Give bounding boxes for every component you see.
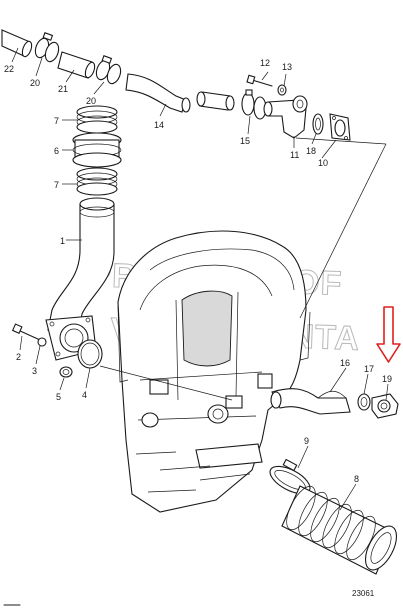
callout-20: 20	[30, 78, 40, 88]
callout-20: 20	[86, 96, 96, 106]
exhaust-bend-16	[271, 388, 351, 415]
exhaust-pipe-1	[47, 203, 115, 336]
bellows-6	[72, 132, 122, 168]
base-flange-assembly	[11, 315, 103, 378]
callout-10: 10	[318, 158, 328, 168]
exhaust-bellows-8	[281, 485, 398, 575]
callout-14: 14	[154, 120, 164, 130]
callout-22: 22	[4, 64, 14, 74]
highlight-arrow-icon	[376, 306, 401, 363]
screw-12	[251, 79, 273, 87]
callout-2: 2	[16, 352, 21, 362]
callout-5: 5	[56, 392, 61, 402]
callout-6: 6	[54, 146, 59, 156]
callout-15: 15	[240, 136, 250, 146]
exhaust-bellows-assembly	[269, 458, 398, 575]
callout-9: 9	[304, 436, 309, 446]
gasket-17	[357, 393, 371, 411]
gasket-18	[312, 113, 324, 135]
outlet-fitting-assembly	[241, 74, 351, 141]
screw-2	[17, 329, 41, 341]
callout-1: 1	[60, 236, 65, 246]
callout-21: 21	[58, 84, 68, 94]
lower-exhaust-assembly	[270, 388, 399, 419]
callout-7: 7	[54, 180, 59, 190]
transom-shield-housing	[99, 137, 387, 513]
riser-assembly	[47, 105, 122, 336]
hose-clamp-7-bottom	[76, 167, 118, 196]
hose-clamp-20-right	[95, 55, 122, 85]
callout-8: 8	[354, 474, 359, 484]
hose-14	[125, 73, 187, 113]
callout-18: 18	[306, 146, 316, 156]
hose-clamp-15	[241, 89, 267, 120]
washer-13	[277, 84, 287, 96]
callout-17: 17	[364, 364, 374, 374]
leader-lines	[11, 47, 389, 511]
callout-13: 13	[282, 62, 292, 72]
gasket-4	[77, 339, 103, 369]
callout-16: 16	[340, 358, 350, 368]
drawing-number: 23061	[352, 589, 375, 598]
washer-3	[37, 337, 47, 347]
callout-labels: 22 20 21 20 7 6 7 14 12 13 15 11 18 10 1…	[4, 58, 392, 484]
callout-3: 3	[32, 366, 37, 376]
upper-hose-assembly	[1, 29, 235, 113]
o-ring-5	[59, 366, 73, 378]
callout-11: 11	[290, 150, 299, 160]
callout-19: 19	[382, 374, 392, 384]
hose-clamp-20-left	[34, 32, 60, 63]
callout-12: 12	[260, 58, 270, 68]
callout-7: 7	[54, 116, 59, 126]
hose-clamp-7-top	[76, 105, 118, 134]
callout-4: 4	[82, 390, 87, 400]
